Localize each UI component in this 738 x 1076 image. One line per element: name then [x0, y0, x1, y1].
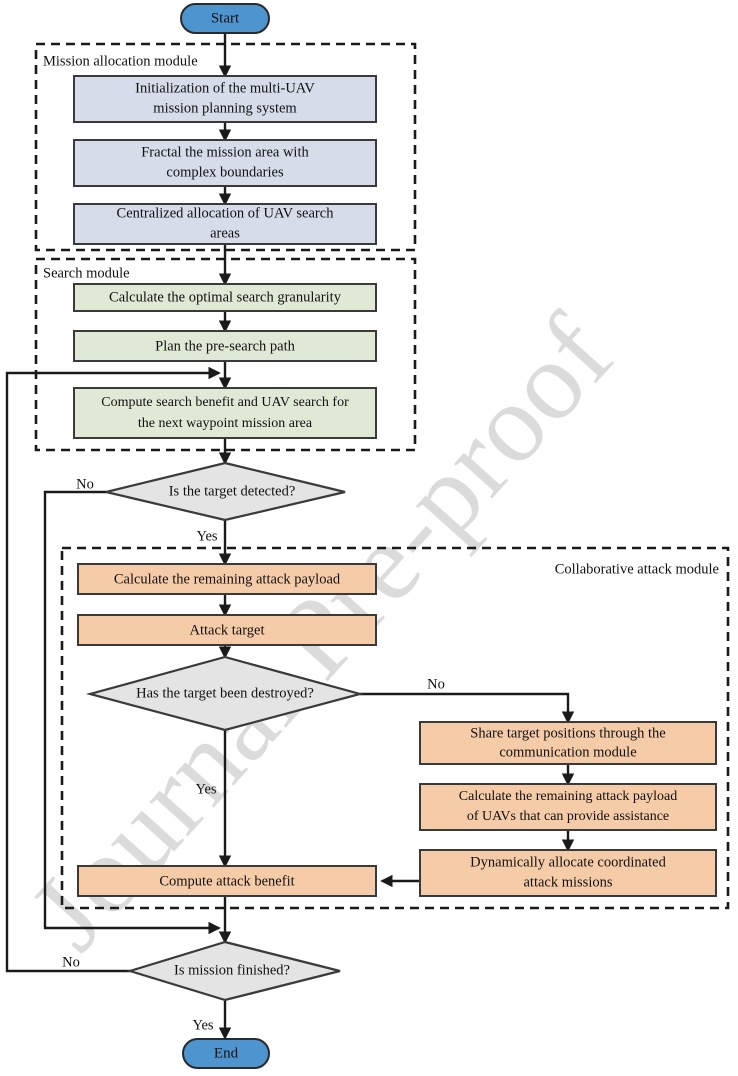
process-optimal-granularity[interactable]: Calculate the optimal search granularity — [73, 283, 377, 312]
process-calculate-remaining-payload-label: Calculate the remaining attack payload — [114, 571, 341, 587]
process-share-target-positions[interactable]: Share target positions through the commu… — [419, 721, 717, 765]
edge-labels: No Yes No Yes No Yes — [62, 476, 445, 1033]
terminal-start[interactable]: Start — [180, 3, 270, 34]
process-centralized-allocation-line1: Centralized allocation of UAV search — [117, 205, 335, 221]
process-pre-search-path-label: Plan the pre-search path — [155, 338, 295, 354]
edge-destroyed-no-to-share — [360, 692, 575, 724]
process-compute-search-benefit[interactable]: Compute search benefit and UAV search fo… — [73, 387, 377, 439]
process-compute-attack-benefit[interactable]: Compute attack benefit — [77, 865, 377, 897]
process-allocate-coordinated-missions[interactable]: Dynamically allocate coordinated attack … — [419, 849, 717, 897]
edge-label-finished-no: No — [62, 954, 80, 970]
terminal-start-label: Start — [211, 10, 240, 26]
process-centralized-allocation-line2: areas — [210, 225, 240, 241]
process-compute-attack-benefit-label: Compute attack benefit — [159, 873, 294, 889]
edge-label-destroyed-no: No — [427, 676, 445, 692]
process-compute-search-benefit-line1: Compute search benefit and UAV search fo… — [101, 395, 349, 410]
process-fractal-area-line1: Fractal the mission area with — [141, 144, 309, 160]
decision-has-target-been-destroyed[interactable]: Has the target been destroyed? — [85, 655, 365, 732]
process-calculate-remaining-payload[interactable]: Calculate the remaining attack payload — [77, 563, 377, 595]
collaborative-attack-left-nodes: Calculate the remaining attack payload A… — [77, 563, 377, 897]
terminal-end[interactable]: End — [182, 1038, 270, 1069]
mission-allocation-module-border — [34, 42, 417, 252]
edge-detected-no-loop — [43, 490, 221, 935]
process-init-system-line2: mission planning system — [153, 100, 297, 116]
process-attack-target-label: Attack target — [189, 622, 264, 638]
edge-label-finished-yes: Yes — [192, 1017, 213, 1033]
process-calculate-assist-payload-line1: Calculate the remaining attack payload — [459, 789, 677, 804]
process-compute-search-benefit-line2: the next waypoint mission area — [138, 416, 313, 431]
decision-has-target-been-destroyed-label: Has the target been destroyed? — [136, 685, 314, 701]
edge-label-destroyed-yes: Yes — [195, 781, 216, 797]
process-init-system-line1: Initialization of the multi-UAV — [135, 80, 315, 96]
terminal-end-label: End — [214, 1045, 239, 1061]
process-centralized-allocation[interactable]: Centralized allocation of UAV search are… — [73, 203, 377, 245]
edge-finished-no-loop — [5, 366, 221, 973]
mission-allocation-nodes: Initialization of the multi-UAV mission … — [73, 75, 377, 245]
module-containers — [34, 42, 730, 910]
flow-connectors — [5, 33, 575, 1040]
module-labels: Mission allocation module Search module … — [43, 53, 719, 577]
search-module-label: Search module — [43, 265, 130, 281]
decision-is-target-detected[interactable]: Is the target detected? — [105, 461, 346, 522]
process-share-target-positions-line1: Share target positions through the — [470, 725, 665, 741]
process-fractal-area-line2: complex boundaries — [166, 164, 284, 180]
edge-label-detected-yes: Yes — [196, 528, 217, 544]
collaborative-attack-module-border — [60, 546, 730, 910]
process-allocate-coordinated-missions-line2: attack missions — [523, 874, 612, 890]
mission-allocation-module-label: Mission allocation module — [43, 53, 198, 69]
search-module-nodes: Calculate the optimal search granularity… — [73, 283, 377, 439]
process-init-system[interactable]: Initialization of the multi-UAV mission … — [73, 75, 377, 123]
edge-label-detected-no: No — [76, 476, 94, 492]
process-calculate-assist-payload[interactable]: Calculate the remaining attack payload o… — [419, 783, 717, 831]
collaborative-attack-module-label: Collaborative attack module — [555, 561, 719, 577]
collaborative-attack-right-nodes: Share target positions through the commu… — [419, 721, 717, 897]
process-share-target-positions-line2: communication module — [499, 744, 636, 760]
decision-is-target-detected-label: Is the target detected? — [169, 483, 296, 499]
process-allocate-coordinated-missions-line1: Dynamically allocate coordinated — [470, 854, 666, 870]
process-fractal-area[interactable]: Fractal the mission area with complex bo… — [73, 139, 377, 187]
process-optimal-granularity-label: Calculate the optimal search granularity — [109, 289, 342, 305]
decision-is-mission-finished[interactable]: Is mission finished? — [126, 940, 341, 1002]
process-calculate-assist-payload-line2: of UAVs that can provide assistance — [467, 809, 669, 824]
decision-is-mission-finished-label: Is mission finished? — [174, 962, 290, 978]
process-attack-target[interactable]: Attack target — [77, 614, 377, 646]
process-pre-search-path[interactable]: Plan the pre-search path — [73, 330, 377, 362]
